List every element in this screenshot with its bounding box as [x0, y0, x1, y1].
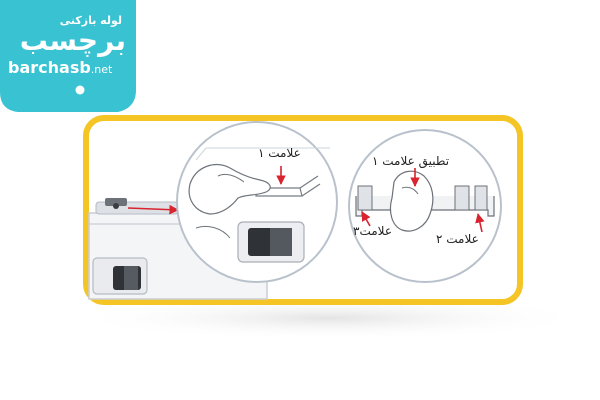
- zoom-circle-2: [348, 129, 502, 283]
- brand-logo: لوله بازکنی برچسب barchasb.net: [0, 0, 136, 112]
- logo-site-name: barchasb: [8, 58, 91, 77]
- label-mark-1: علامت ۱: [258, 146, 301, 160]
- logo-site-url: barchasb.net: [8, 58, 112, 77]
- callout-arrow: [127, 204, 179, 215]
- frame-shadow: [70, 296, 590, 340]
- logo-brand: برچسب: [19, 24, 126, 57]
- label-mark-2: علامت ۲: [436, 232, 479, 246]
- logo-tagline: لوله بازکنی: [59, 14, 122, 27]
- label-mark-3: علامت۳: [353, 224, 392, 238]
- logo-tag-shape: [0, 0, 136, 112]
- washing-machine: [88, 198, 268, 300]
- zoom-circle-1: [176, 121, 338, 283]
- logo-site-tld: .net: [90, 63, 113, 76]
- label-apply-mark-1: تطبيق علامت ۱: [372, 154, 450, 168]
